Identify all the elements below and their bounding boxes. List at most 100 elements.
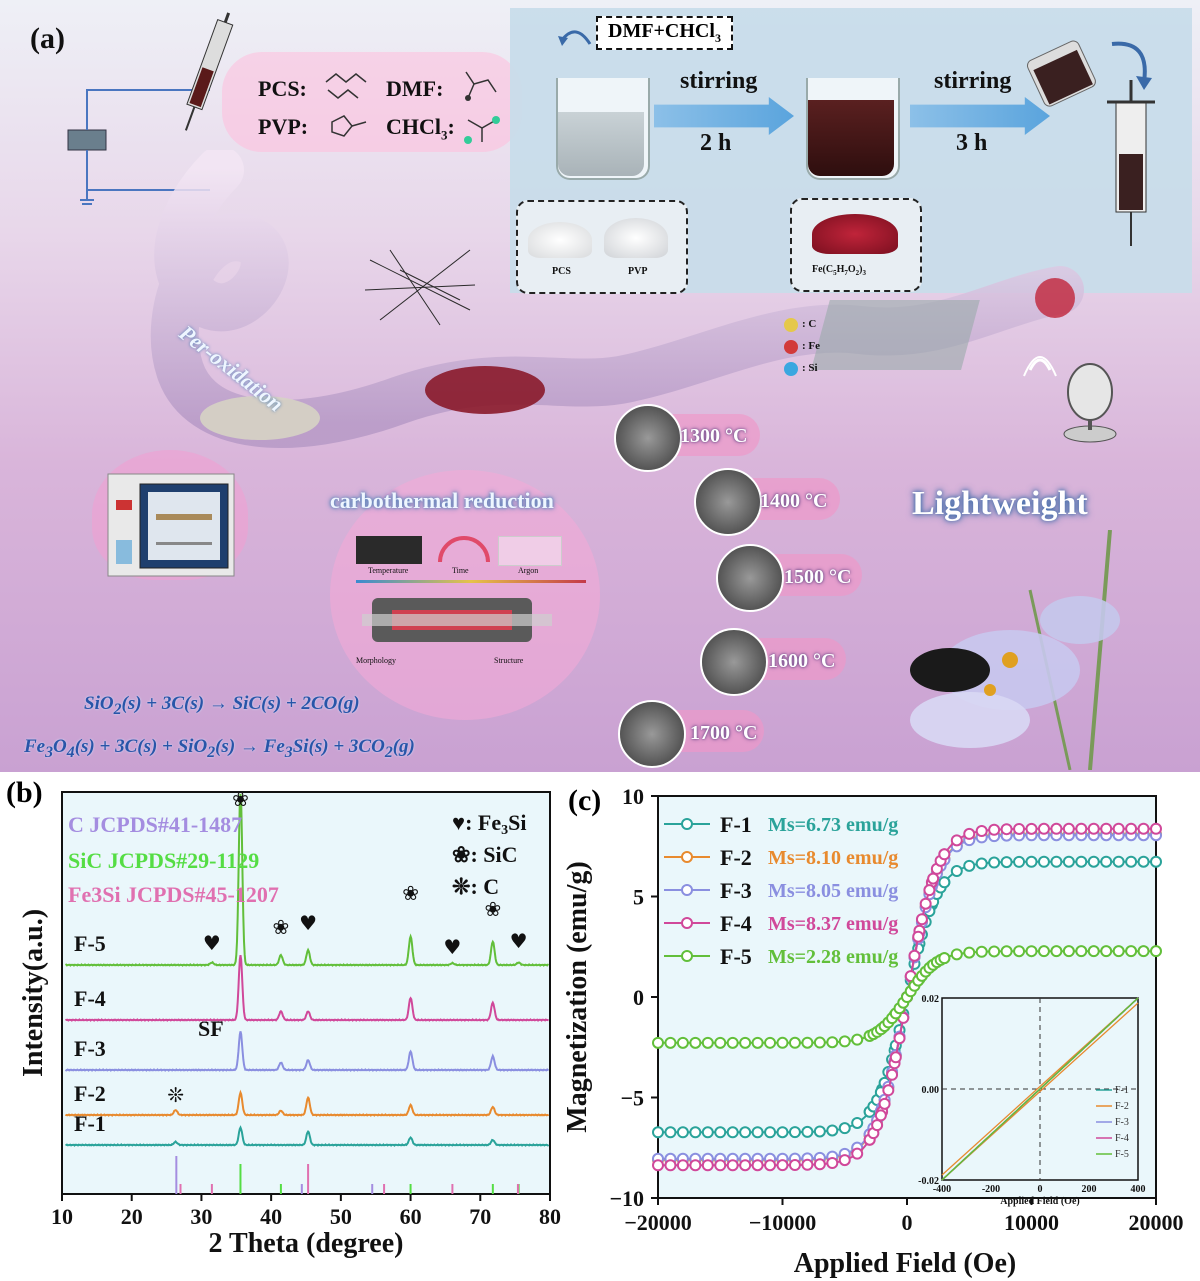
electrospinning-setup-icon xyxy=(67,12,234,205)
xrd-series-f-4 xyxy=(65,955,549,1022)
vsm-point-f-5 xyxy=(1150,945,1162,958)
sf-label: SF xyxy=(198,1016,224,1041)
chcl3-formula-label: CHCl3: xyxy=(386,114,455,143)
vsm-point-f-1 xyxy=(801,1125,814,1138)
xrd-x-axis-title: 2 Theta (degree) xyxy=(209,1228,404,1259)
pcs-powder xyxy=(528,222,592,258)
panel-a-label: (a) xyxy=(30,22,65,55)
vsm-point-f-5 xyxy=(975,945,988,958)
step2-action: stirring xyxy=(934,68,1012,94)
vsm-point-f-1 xyxy=(1037,855,1050,868)
vsm-point-f-1 xyxy=(938,876,951,889)
inset-legend-label: F-5 xyxy=(1115,1149,1129,1160)
equation-sic: SiO2(s) + 3C(s) → SiC(s) + 2CO(g) xyxy=(84,693,360,718)
vsm-x-tick-label: −10000 xyxy=(749,1210,817,1235)
vsm-point-f-4 xyxy=(776,1159,789,1172)
vsm-point-f-4 xyxy=(1100,822,1113,835)
structure-label: Structure xyxy=(494,656,524,665)
vsm-point-f-4 xyxy=(988,823,1001,836)
vsm-point-f-4 xyxy=(938,848,951,861)
vsm-point-f-5 xyxy=(963,946,976,959)
vsm-point-f-1 xyxy=(826,1124,839,1137)
inset-x-tick-label: -400 xyxy=(933,1184,951,1195)
vsm-point-f-1 xyxy=(751,1126,764,1139)
vsm-point-f-5 xyxy=(826,1036,839,1049)
iron-legend-label: : Fe xyxy=(802,340,821,352)
legend-fe3si-symbol: ♥: Fe3Si xyxy=(452,810,526,838)
vsm-point-f-1 xyxy=(739,1126,752,1139)
vsm-y-tick-label: 0 xyxy=(633,985,644,1010)
temp-1400-label: 1400 °C xyxy=(760,490,828,512)
pvp-powder-label: PVP xyxy=(628,266,648,277)
precursor-bubble xyxy=(222,52,522,152)
vsm-point-f-1 xyxy=(838,1122,851,1135)
vsm-legend-ms-f-5: Ms=2.28 emu/g xyxy=(768,946,898,968)
vsm-legend-ms-f-3: Ms=8.05 emu/g xyxy=(768,880,898,902)
drying-oven-icon xyxy=(107,473,235,577)
sem-1300-image xyxy=(614,404,682,472)
carbothermal-reduction-label: carbothermal reduction xyxy=(330,488,554,513)
vsm-x-tick-label: 20000 xyxy=(1129,1210,1184,1235)
vsm-point-f-4 xyxy=(1125,822,1138,835)
vsm-legend-ms-f-4: Ms=8.37 emu/g xyxy=(768,913,898,935)
xrd-reference-ticks xyxy=(175,1156,520,1194)
vsm-point-f-1 xyxy=(1050,855,1063,868)
vsm-point-f-5 xyxy=(689,1036,702,1049)
step1-time: 2 h xyxy=(700,130,732,156)
vsm-point-f-1 xyxy=(726,1126,739,1139)
vsm-point-f-4 xyxy=(764,1159,777,1172)
vsm-point-f-5 xyxy=(1000,945,1013,958)
vsm-point-f-5 xyxy=(1025,945,1038,958)
vsm-point-f-4 xyxy=(1075,822,1088,835)
vsm-series-group xyxy=(652,822,1162,1172)
vsm-point-f-4 xyxy=(1062,822,1075,835)
vsm-point-f-5 xyxy=(764,1036,777,1049)
iron-atom-icon xyxy=(784,340,798,354)
vsm-legend-marker-f-2 xyxy=(681,851,693,863)
vsm-point-f-5 xyxy=(813,1036,826,1049)
furnace-bubble xyxy=(330,470,600,720)
vsm-point-f-5 xyxy=(1112,945,1125,958)
vsm-point-f-5 xyxy=(1087,945,1100,958)
vsm-x-tick-label: −20000 xyxy=(624,1210,692,1235)
vsm-legend-marker-f-1 xyxy=(681,818,693,830)
vsm-legend-ms-f-1: Ms=6.73 emu/g xyxy=(768,814,898,836)
vsm-point-f-5 xyxy=(851,1033,864,1046)
vsm-point-f-4 xyxy=(908,949,921,962)
vsm-y-tick-label: 5 xyxy=(633,885,644,910)
vsm-point-f-5 xyxy=(1013,945,1026,958)
vsm-point-f-4 xyxy=(739,1159,752,1172)
pdf-ref-sic: SiC JCPDS#29-1129 xyxy=(68,848,259,873)
vsm-point-f-4 xyxy=(950,834,963,847)
molecule-structures-icon xyxy=(325,71,500,144)
vsm-point-f-5 xyxy=(664,1036,677,1049)
vsm-point-f-1 xyxy=(1100,855,1113,868)
xrd-x-tick-label: 20 xyxy=(121,1204,143,1229)
vsm-point-f-1 xyxy=(851,1116,864,1129)
inset-x-axis-title: Applied Field (Oe) xyxy=(1000,1196,1079,1207)
xrd-x-tick-label: 70 xyxy=(469,1204,491,1229)
inset-x-tick-label: 0 xyxy=(1038,1184,1043,1195)
xrd-series-f-5 xyxy=(65,793,549,967)
vsm-point-f-5 xyxy=(938,952,951,965)
vsm-point-f-1 xyxy=(1000,856,1013,869)
vsm-x-tick-label: 0 xyxy=(902,1210,913,1235)
vsm-point-f-5 xyxy=(801,1036,814,1049)
temp-1500-label: 1500 °C xyxy=(784,566,852,588)
xrd-series-labels: F-1F-2F-3F-4F-5 xyxy=(74,931,106,1136)
fe-powder xyxy=(812,214,898,254)
silicon-atom-icon xyxy=(784,362,798,376)
xrd-peak-marker: ❀ xyxy=(402,881,419,905)
temp-1700-label: 1700 °C xyxy=(690,722,758,744)
vsm-point-f-1 xyxy=(1150,855,1162,868)
vsm-point-f-1 xyxy=(776,1126,789,1139)
step1-action: stirring xyxy=(680,68,758,94)
vsm-point-f-5 xyxy=(1125,945,1138,958)
vsm-point-f-1 xyxy=(652,1126,664,1139)
xrd-series-f-2 xyxy=(64,1089,550,1117)
vsm-point-f-4 xyxy=(1112,822,1125,835)
curved-arrow-icon xyxy=(558,30,592,46)
